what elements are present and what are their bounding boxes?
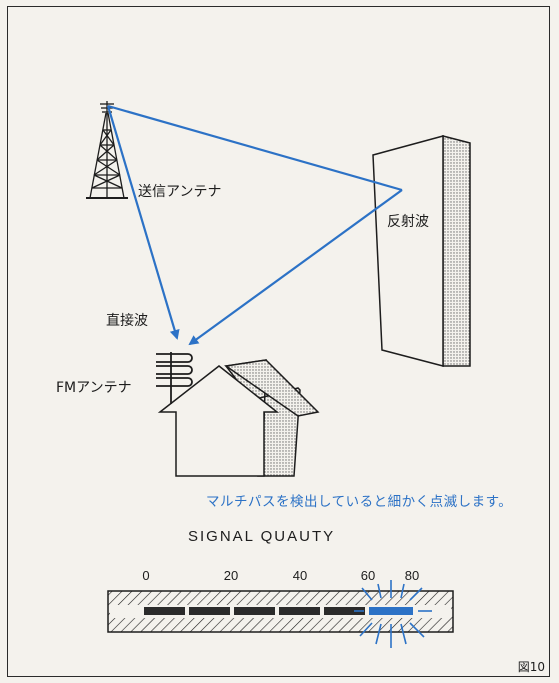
meter-tick-label: 40	[292, 568, 308, 583]
reflected-wave-label: 反射波	[387, 214, 429, 230]
meter-tick-label: 20	[223, 568, 239, 583]
meter-segment	[144, 607, 185, 615]
meter-tick-label: 0	[142, 568, 150, 583]
meter-segment	[234, 607, 275, 615]
signal-quality-meter	[107, 580, 454, 648]
flash-burst-icon	[354, 580, 432, 648]
signal-paths	[106, 104, 403, 346]
reflecting-building	[372, 135, 471, 367]
meter-segment	[189, 607, 230, 615]
multipath-note: マルチパスを検出していると細かく点滅します。	[206, 494, 513, 510]
house-icon	[157, 359, 320, 477]
signal-quality-title: SIGNAL QUAUTY	[188, 528, 336, 545]
figure-number: 図10	[517, 660, 545, 674]
reflected-incoming-path	[107, 104, 403, 192]
figure-frame	[7, 6, 550, 677]
transmit-antenna-label: 送信アンテナ	[138, 184, 222, 200]
meter-segment	[324, 607, 365, 615]
fm-antenna-label: FMアンテナ	[56, 380, 132, 396]
meter-segment	[279, 607, 320, 615]
meter-segment-highlighted	[369, 607, 413, 615]
meter-tick-label: 60	[360, 568, 376, 583]
direct-wave-label: 直接波	[106, 313, 148, 329]
reflected-wave-path	[188, 189, 403, 346]
meter-tick-label: 80	[404, 568, 420, 583]
fm-antenna-icon	[156, 352, 193, 404]
meter-segments	[144, 607, 413, 615]
direct-wave-path	[106, 105, 180, 340]
